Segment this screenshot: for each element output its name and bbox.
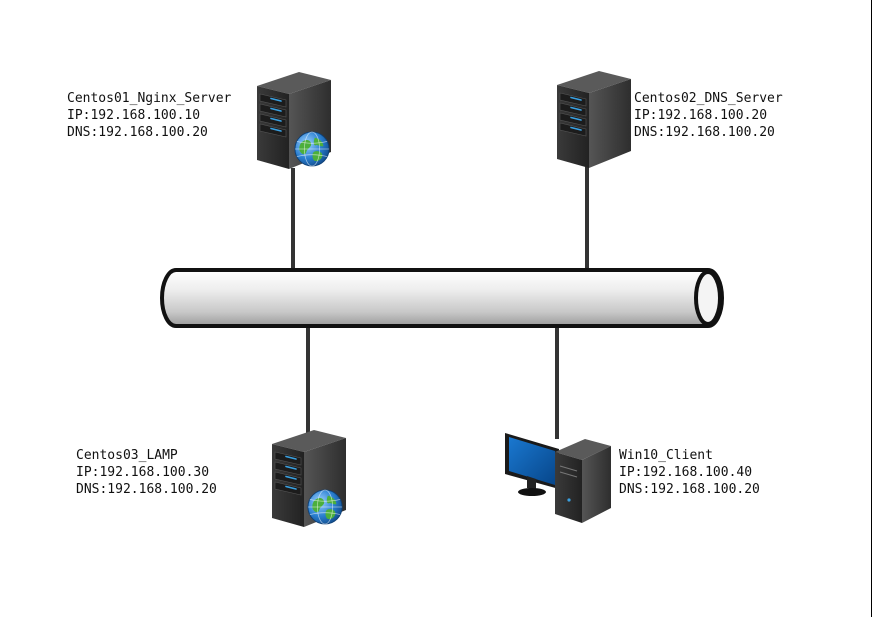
web-server-icon [271, 429, 347, 528]
node-ip: IP:192.168.100.10 [67, 108, 201, 123]
node-ip: IP:192.168.100.40 [619, 465, 753, 480]
node-dns: DNS:192.168.100.20 [67, 125, 208, 140]
page-border [871, 0, 872, 617]
node-ip: IP:192.168.100.30 [76, 465, 210, 480]
web-server-icon [256, 71, 332, 170]
node-dns: DNS:192.168.100.20 [76, 482, 217, 497]
node-name: Win10_Client [619, 448, 713, 463]
node-label-nginx: Centos01_Nginx_Server IP:192.168.100.10 … [67, 90, 231, 141]
workstation-icon [505, 433, 611, 523]
node-name: Centos03_LAMP [76, 448, 178, 463]
node-name: Centos01_Nginx_Server [67, 91, 232, 106]
node-label-lamp: Centos03_LAMP IP:192.168.100.30 DNS:192.… [76, 447, 217, 498]
network-bus-pipe [160, 268, 724, 328]
connections [291, 166, 589, 439]
node-label-dns: Centos02_DNS_Server IP:192.168.100.20 DN… [634, 90, 783, 141]
node-dns: DNS:192.168.100.20 [619, 482, 760, 497]
node-label-client: Win10_Client IP:192.168.100.40 DNS:192.1… [619, 447, 760, 498]
server-icon [556, 70, 632, 169]
node-name: Centos02_DNS_Server [634, 91, 783, 106]
node-dns: DNS:192.168.100.20 [634, 125, 775, 140]
node-ip: IP:192.168.100.20 [634, 108, 768, 123]
